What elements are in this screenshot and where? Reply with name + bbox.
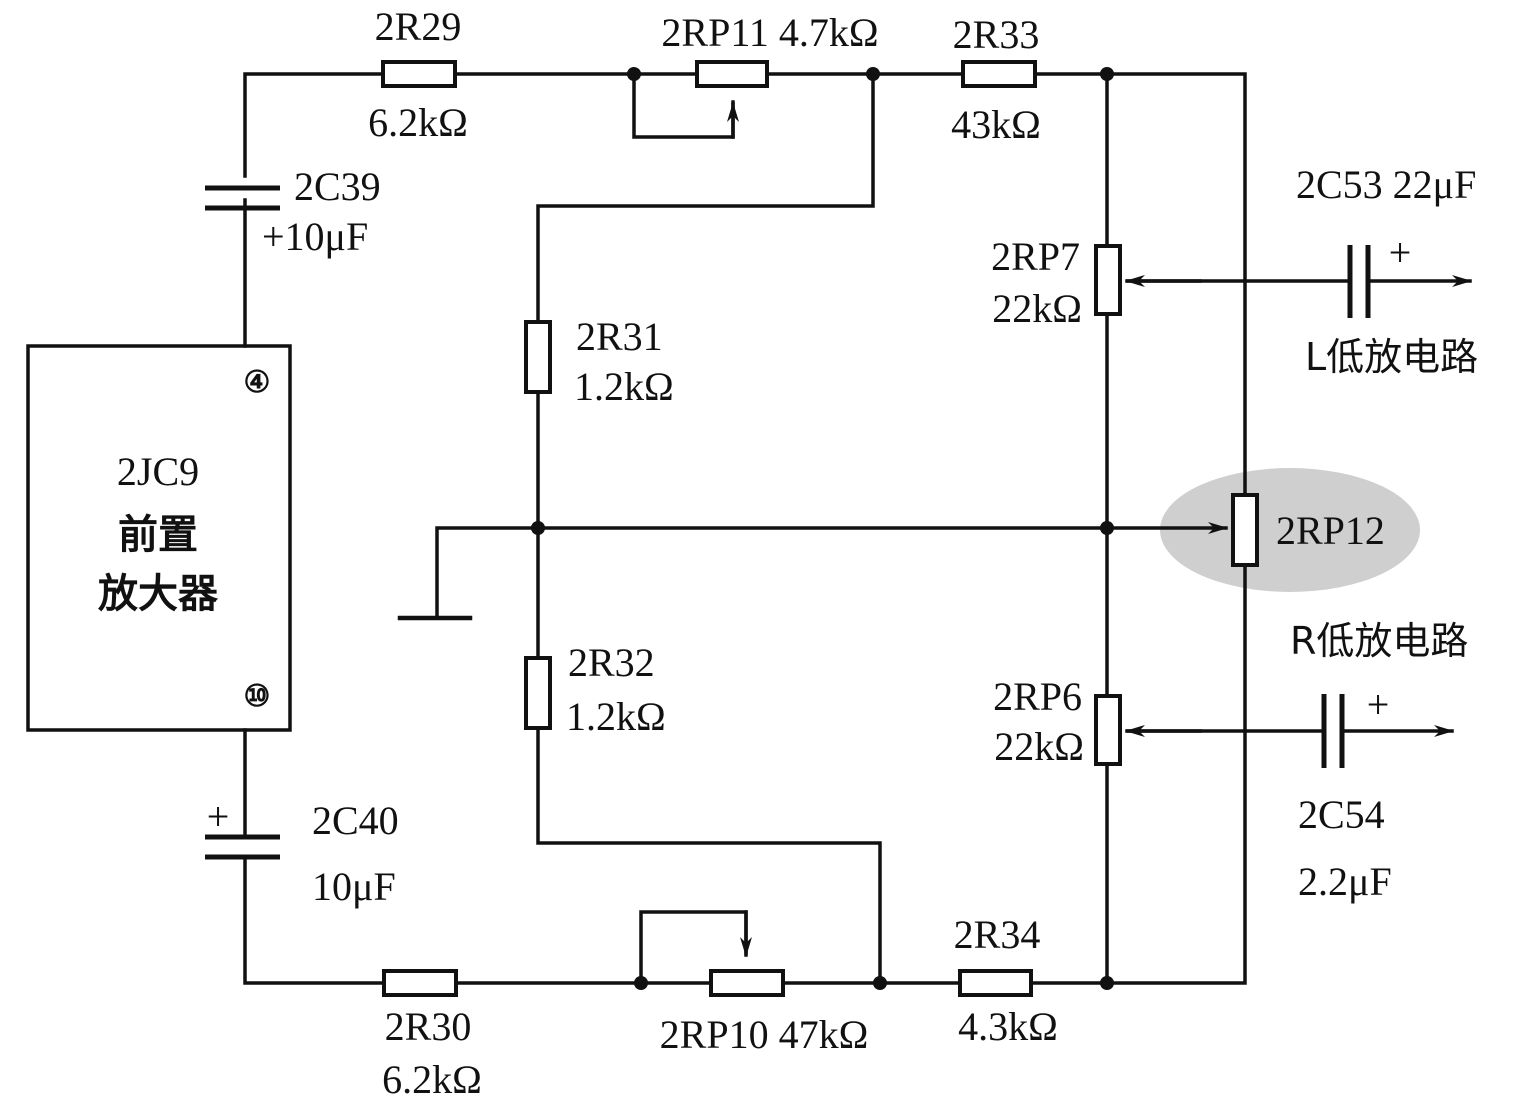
c54-polarity: + <box>1367 682 1390 727</box>
capacitor-2c53 <box>1347 245 1371 318</box>
capacitor-2c39 <box>205 185 280 211</box>
c39-value: +10μF <box>262 214 368 259</box>
r31-ref: 2R31 <box>576 314 663 359</box>
output-left-label: L低放电路 <box>1305 335 1478 379</box>
resistor-2r29 <box>381 60 457 88</box>
c54-value: 2.2μF <box>1298 859 1392 904</box>
rp12-ref: 2RP12 <box>1276 508 1385 553</box>
c53-polarity: + <box>1389 230 1412 275</box>
resistor-2r30 <box>382 969 458 997</box>
c40-polarity: + <box>207 794 230 839</box>
rp6-ref: 2RP6 <box>993 674 1082 719</box>
potentiometer-2rp12 <box>1231 493 1259 567</box>
output-right-label: R低放电路 <box>1290 619 1468 663</box>
resistor-2r32 <box>524 656 552 730</box>
c53-label: 2C53 22μF <box>1296 162 1476 207</box>
preamp-name-line2: 放大器 <box>98 571 219 617</box>
resistor-2r33 <box>961 60 1037 88</box>
r29-ref: 2R29 <box>375 4 462 49</box>
r29-value: 6.2kΩ <box>368 100 468 145</box>
c39-ref: 2C39 <box>294 164 381 209</box>
capacitor-2c40 <box>205 834 280 860</box>
rp10-label: 2RP10 47kΩ <box>660 1012 869 1057</box>
r32-ref: 2R32 <box>568 640 655 685</box>
r32-value: 1.2kΩ <box>566 694 666 739</box>
pin-4-label: ④ <box>244 366 271 399</box>
potentiometer-2rp10 <box>709 969 785 997</box>
r33-ref: 2R33 <box>953 12 1040 57</box>
preamp-ref: 2JC9 <box>117 449 199 494</box>
rp6-value: 22kΩ <box>994 724 1084 769</box>
c40-value: 10μF <box>312 864 396 909</box>
c54-ref: 2C54 <box>1298 792 1385 837</box>
potentiometer-2rp7 <box>1094 244 1122 316</box>
r30-value: 6.2kΩ <box>382 1057 482 1102</box>
c40-ref: 2C40 <box>312 798 399 843</box>
r33-value: 43kΩ <box>951 102 1041 147</box>
potentiometer-2rp11 <box>695 60 769 88</box>
r34-ref: 2R34 <box>954 912 1041 957</box>
rp12-highlight <box>1160 468 1420 592</box>
pin-10-label: ⑩ <box>244 680 271 713</box>
potentiometer-2rp6 <box>1094 694 1122 766</box>
r31-value: 1.2kΩ <box>574 364 674 409</box>
resistor-2r34 <box>958 969 1033 997</box>
preamp-box <box>26 344 292 732</box>
resistor-2r31 <box>524 320 552 394</box>
rp7-value: 22kΩ <box>992 286 1082 331</box>
rp11-label: 2RP11 4.7kΩ <box>661 10 878 55</box>
r30-ref: 2R30 <box>385 1004 472 1049</box>
preamp-name-line1: 前置 <box>118 512 198 558</box>
capacitor-2c54 <box>1321 694 1345 768</box>
rp7-ref: 2RP7 <box>991 234 1080 279</box>
wiper-arrows <box>727 102 1202 957</box>
r34-value: 4.3kΩ <box>958 1004 1058 1049</box>
junctions <box>531 67 1114 990</box>
